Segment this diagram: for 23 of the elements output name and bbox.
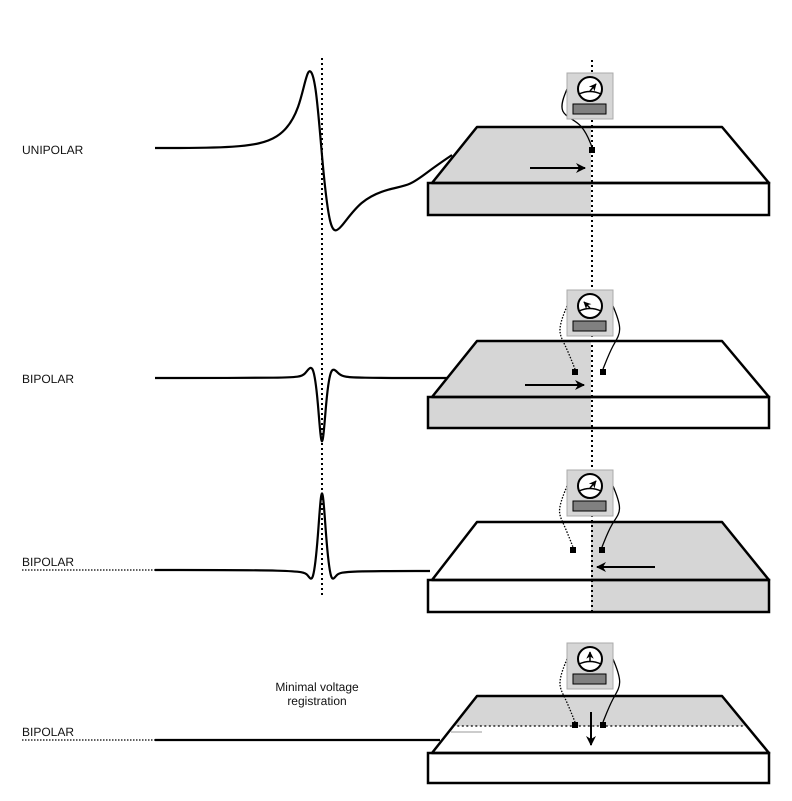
electrode: [572, 369, 578, 375]
electrode: [589, 147, 595, 153]
track-label: BIPOLAR: [22, 725, 74, 739]
electrode: [600, 369, 606, 375]
electrode-wire: [559, 658, 576, 722]
electrode-wire: [602, 658, 620, 722]
electrode: [599, 547, 605, 553]
electrode-wire: [561, 88, 593, 148]
track-label: BIPOLAR: [22, 372, 74, 386]
annotation-text: Minimal voltage registration: [274, 680, 360, 709]
electrode-wire: [601, 486, 620, 548]
voltmeter-icon: [566, 290, 614, 336]
electrode-wire: [558, 486, 574, 548]
electrode: [600, 722, 606, 728]
electrode: [570, 547, 576, 553]
track-label: UNIPOLAR: [22, 143, 84, 157]
track-label: BIPOLAR: [22, 555, 74, 569]
voltmeter-icon: [566, 72, 614, 120]
electrode: [572, 722, 578, 728]
voltmeter-icon: [566, 470, 614, 516]
electrode-wire: [559, 306, 576, 370]
voltmeter-icon: [566, 642, 614, 690]
electrode-wire: [602, 306, 620, 370]
